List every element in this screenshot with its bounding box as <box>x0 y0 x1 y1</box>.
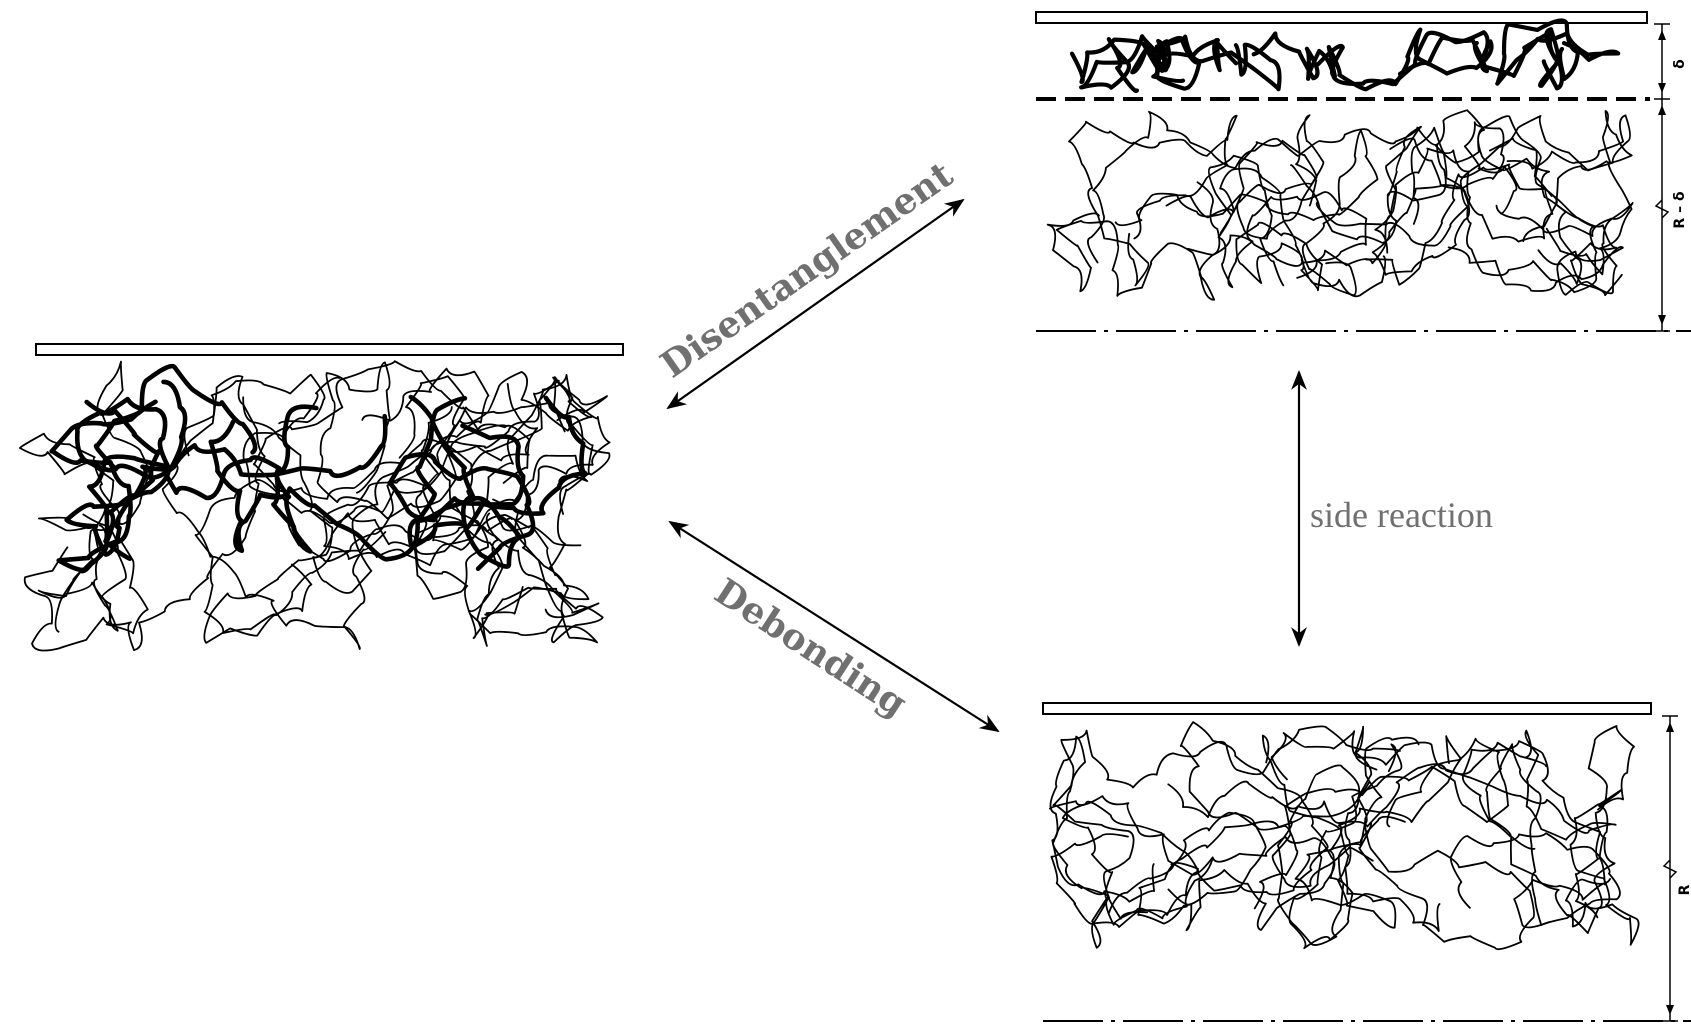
substrate-plate-bottom <box>1043 703 1651 714</box>
substrate-plate-left <box>36 344 623 355</box>
panel-debonded: R <box>1043 703 1691 1021</box>
dimension-bar-bottom <box>1662 716 1678 1021</box>
thin-chain <box>414 403 609 599</box>
thick-chain-layer-top <box>1072 20 1618 90</box>
thick-chain <box>1254 32 1488 84</box>
thin-chain <box>25 376 265 651</box>
thin-chain <box>1547 111 1632 295</box>
r-minus-delta-label: R – δ <box>1672 191 1688 229</box>
thin-chain-coils-bottom <box>1050 722 1639 949</box>
delta-label: δ <box>1672 59 1688 69</box>
thin-chain-coils-top <box>1048 110 1633 300</box>
disentanglement-arrow <box>668 200 963 408</box>
debonding-arrow <box>670 522 998 731</box>
thin-chain <box>254 361 537 499</box>
panel-initial <box>20 344 623 651</box>
disentanglement-label: Disentanglement <box>653 153 961 386</box>
panel-disentangled: δ R – δ <box>1036 12 1691 331</box>
thin-chain <box>1051 802 1198 948</box>
r-label: R <box>1677 884 1691 895</box>
side-reaction-label: side reaction <box>1310 495 1493 535</box>
thick-chain-coils-left <box>52 366 586 570</box>
dimension-bar-top <box>1654 24 1670 331</box>
debonding-label: Debonding <box>707 570 914 725</box>
thin-chain <box>1050 737 1212 925</box>
thin-chain <box>1436 110 1582 284</box>
thin-chain <box>1048 182 1220 300</box>
thin-chain <box>20 434 148 634</box>
